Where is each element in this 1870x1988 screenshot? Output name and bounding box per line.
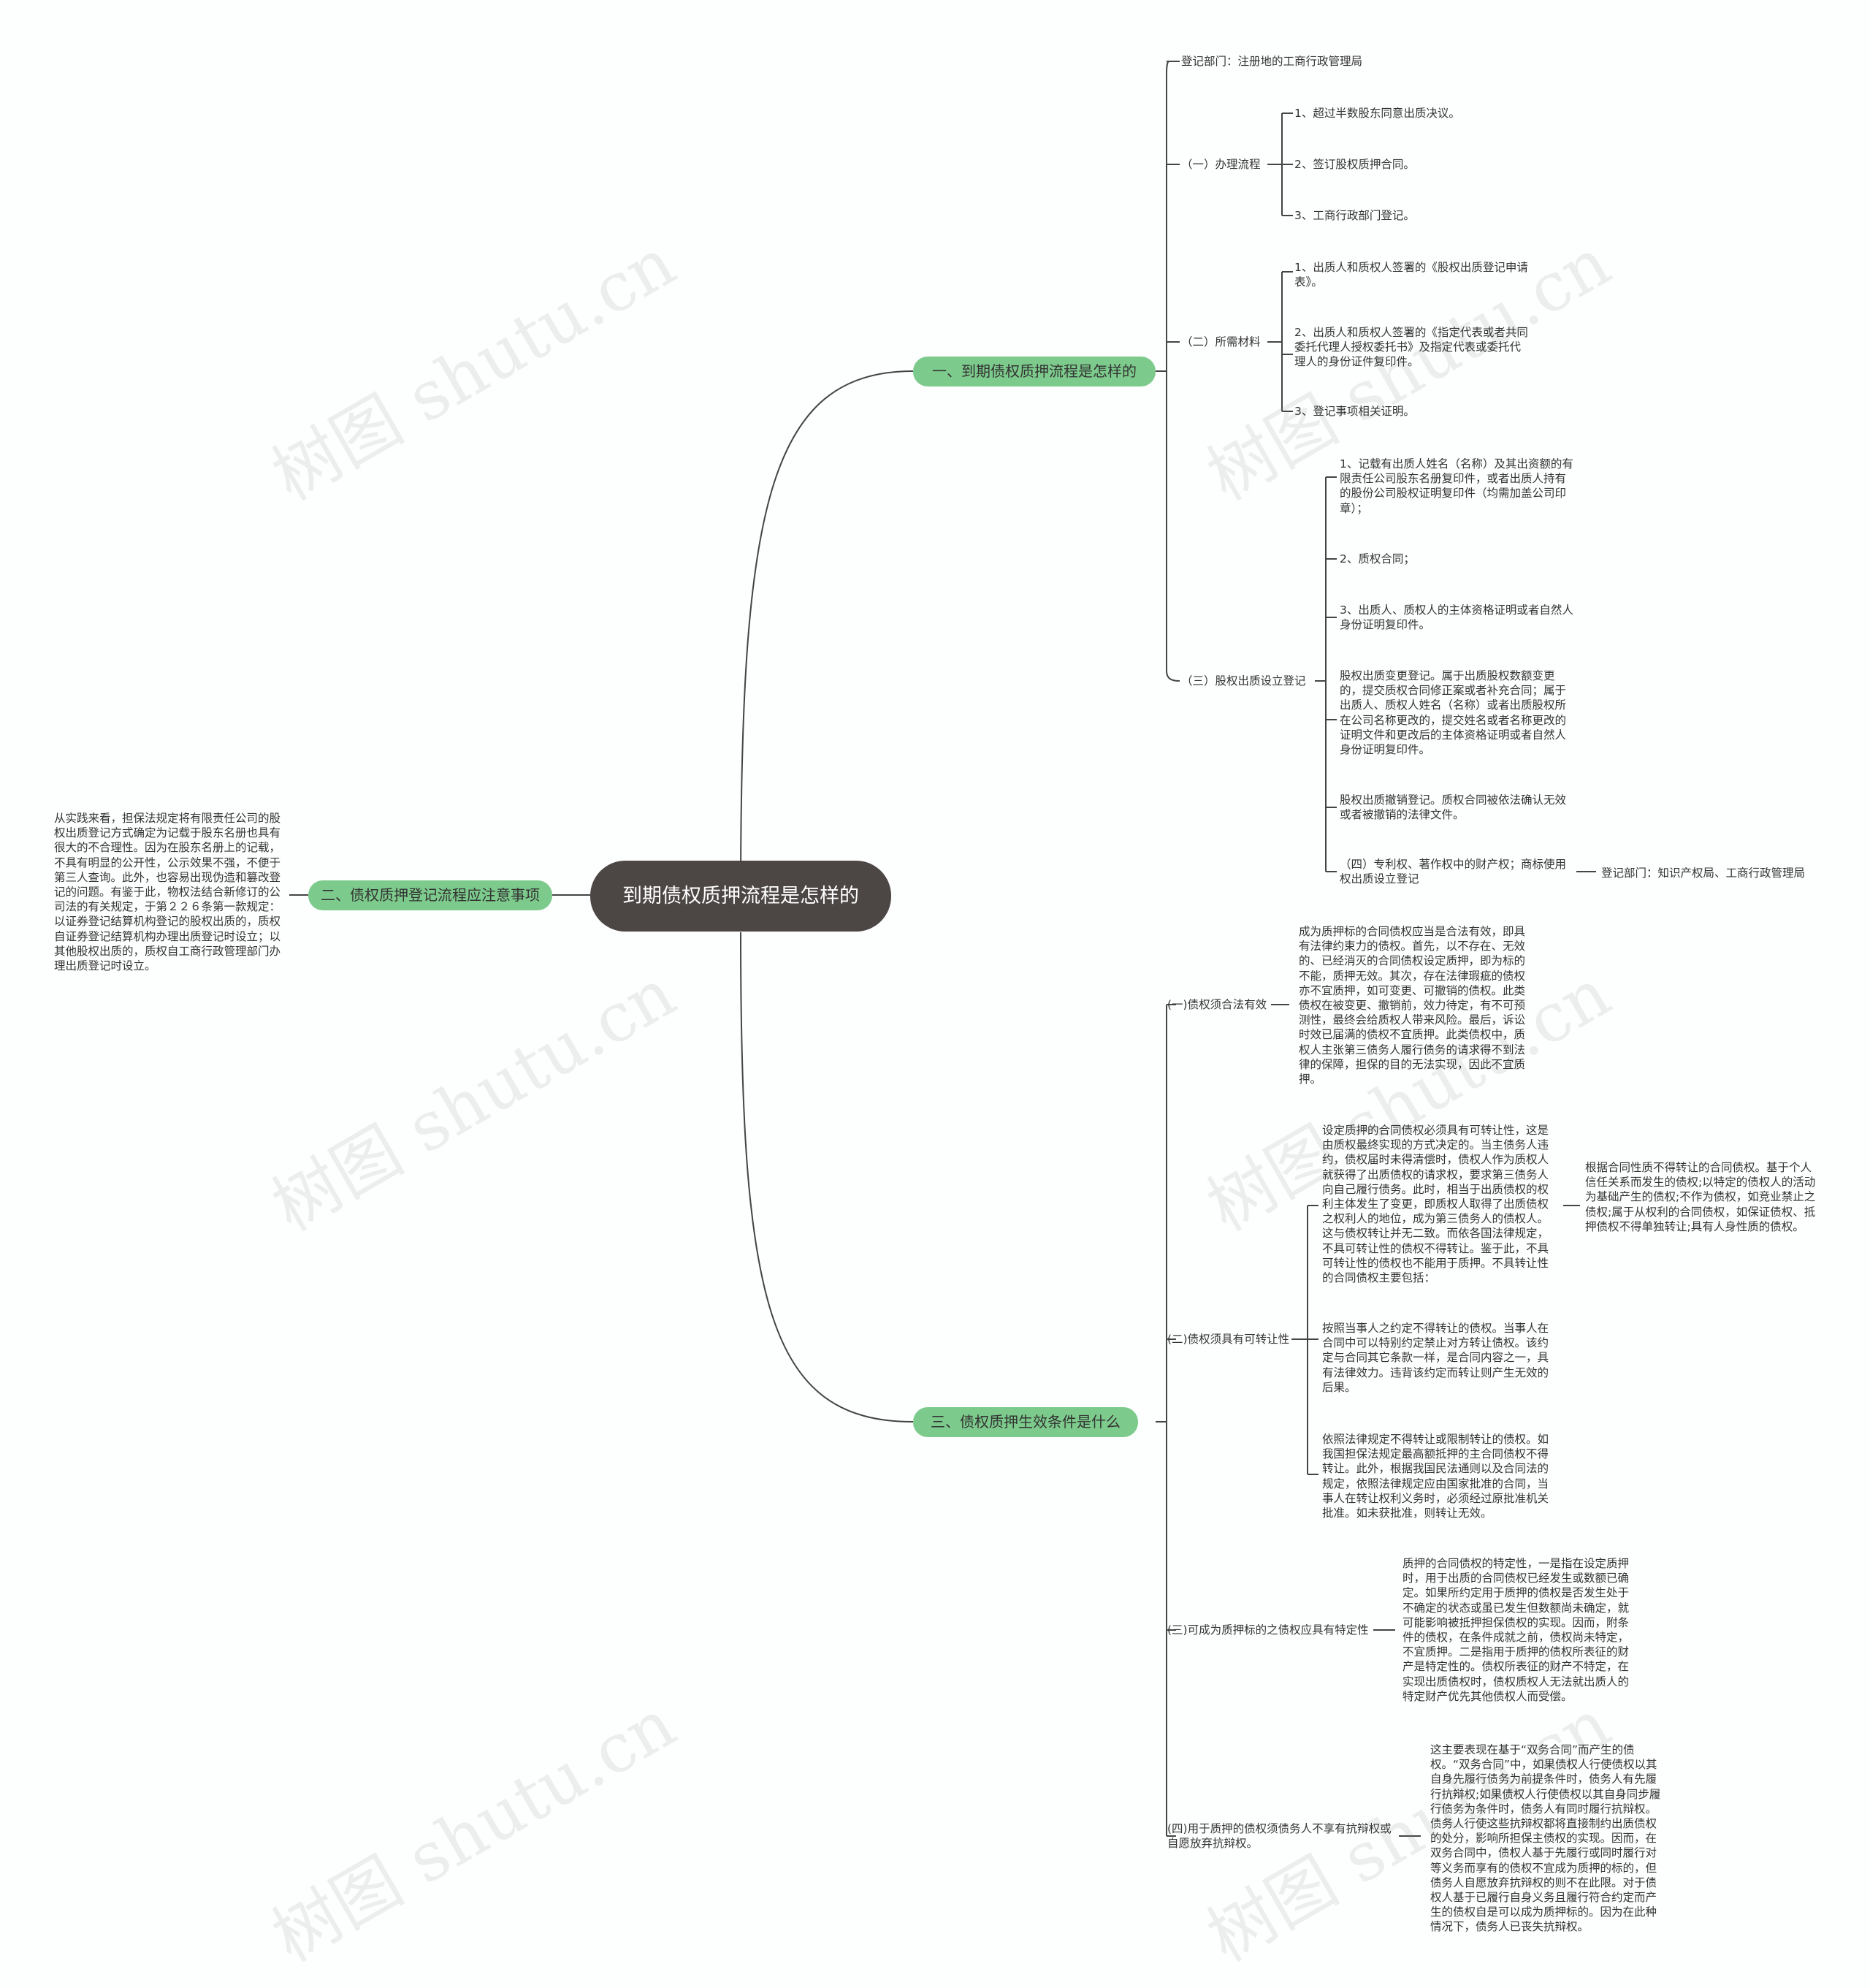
b1-reg-item: 3、出质人、质权人的主体资格证明或者自然人身份证明复印件。 [1340, 603, 1573, 632]
b3-c3-text: 质押的合同债权的特定性，一是指在设定质押时，用于出质的合同债权已经发生或数额已确… [1402, 1557, 1630, 1703]
b1-reg-item: （四）专利权、著作权中的财产权；商标使用权出质设立登记 [1340, 858, 1567, 886]
b1-proc-item: 2、签订股权质押合同。 [1294, 158, 1415, 171]
b3-c4-text: 这主要表现在基于“双务合同”而产生的债权。“双务合同”中，如果债权人行使债权以其… [1430, 1743, 1661, 1934]
b1-mat-label: （二）所需材料 [1181, 335, 1261, 349]
bracket-reg [1315, 476, 1337, 872]
link-root-b1 [740, 370, 914, 896]
b1-mat-item: 3、登记事项相关证明。 [1294, 405, 1415, 418]
branch-1[interactable]: 一、到期债权质押流程是怎样的 [913, 357, 1156, 386]
bracket-b1 [1156, 61, 1180, 682]
bracket-proc [1267, 113, 1293, 216]
b1-mat-item: 2、出质人和质权人签署的《指定代表或者共同委托代理人授权委托书》及指定代表或委托… [1294, 326, 1528, 369]
b3-c1-label: (一)债权须合法有效 [1167, 998, 1267, 1011]
branch-2[interactable]: 二、债权质押登记流程应注意事项 [308, 880, 552, 910]
b3-c1-text: 成为质押标的合同债权应当是合法有效，即具有法律约束力的债权。首先，以不存在、无效… [1299, 925, 1526, 1086]
bracket-c2 [1291, 1205, 1318, 1475]
b3-c2-t1: 设定质押的合同债权必须具有可转让性，这是由质权最终实现的方式决定的。当主债务人违… [1322, 1124, 1549, 1285]
b3-c2-t1-note: 根据合同性质不得转让的合同债权。基于个人信任关系而发生的债权;以特定的债权人的活… [1585, 1161, 1816, 1233]
b1-mat-item: 1、出质人和质权人签署的《股权出质登记申请表》。 [1294, 261, 1528, 289]
b1-reg-item: 股权出质撤销登记。质权合同被依法确认无效或者被撤销的法律文件。 [1340, 793, 1567, 822]
b2-text: 从实践来看，担保法规定将有限责任公司的股权出质登记方式确定为记载于股东名册也具有… [54, 812, 281, 973]
b1-proc-item: 3、工商行政部门登记。 [1294, 209, 1415, 222]
b3-c3-label: (三)可成为质押标的之债权应具有特定性 [1167, 1623, 1369, 1637]
b1-reg-item: 股权出质变更登记。属于出质股权数额变更的，提交质权合同修正案或者补充合同；属于出… [1340, 669, 1567, 757]
bracket-b3 [1156, 1004, 1176, 1837]
root-topic[interactable]: 到期债权质押流程是怎样的 [590, 861, 891, 932]
bracket-mat [1267, 271, 1293, 412]
b3-c4-label: (四)用于质押的债权须债务人不享有抗辩权或自愿放弃抗辩权。 [1167, 1822, 1392, 1851]
b1-reg-item: 2、质权合同； [1340, 552, 1415, 565]
b3-c2-t2: 按照当事人之约定不得转让的债权。当事人在合同中可以特别约定禁止对方转让债权。该约… [1322, 1322, 1549, 1394]
b1-ip-dept: 登记部门：知识产权局、工商行政管理局 [1601, 867, 1806, 880]
b1-reg-label: （三）股权出质设立登记 [1181, 674, 1306, 688]
b3-c2-label: (二)债权须具有可转让性 [1167, 1333, 1290, 1346]
b1-dept: 登记部门：注册地的工商行政管理局 [1181, 55, 1363, 68]
branch-3[interactable]: 三、债权质押生效条件是什么 [913, 1407, 1138, 1437]
b1-proc-item: 1、超过半数股东同意出质决议。 [1294, 107, 1460, 120]
b1-proc-label: （一）办理流程 [1181, 158, 1261, 171]
b3-c2-t3: 依照法律规定不得转让或限制转让的债权。如我国担保法规定最高额抵押的主合同债权不得… [1322, 1433, 1549, 1520]
b1-reg-item: 1、记载有出质人姓名（名称）及其出资额的有限责任公司股东名册复印件，或者出质人持… [1340, 457, 1573, 515]
link-root-b3 [740, 932, 914, 1423]
